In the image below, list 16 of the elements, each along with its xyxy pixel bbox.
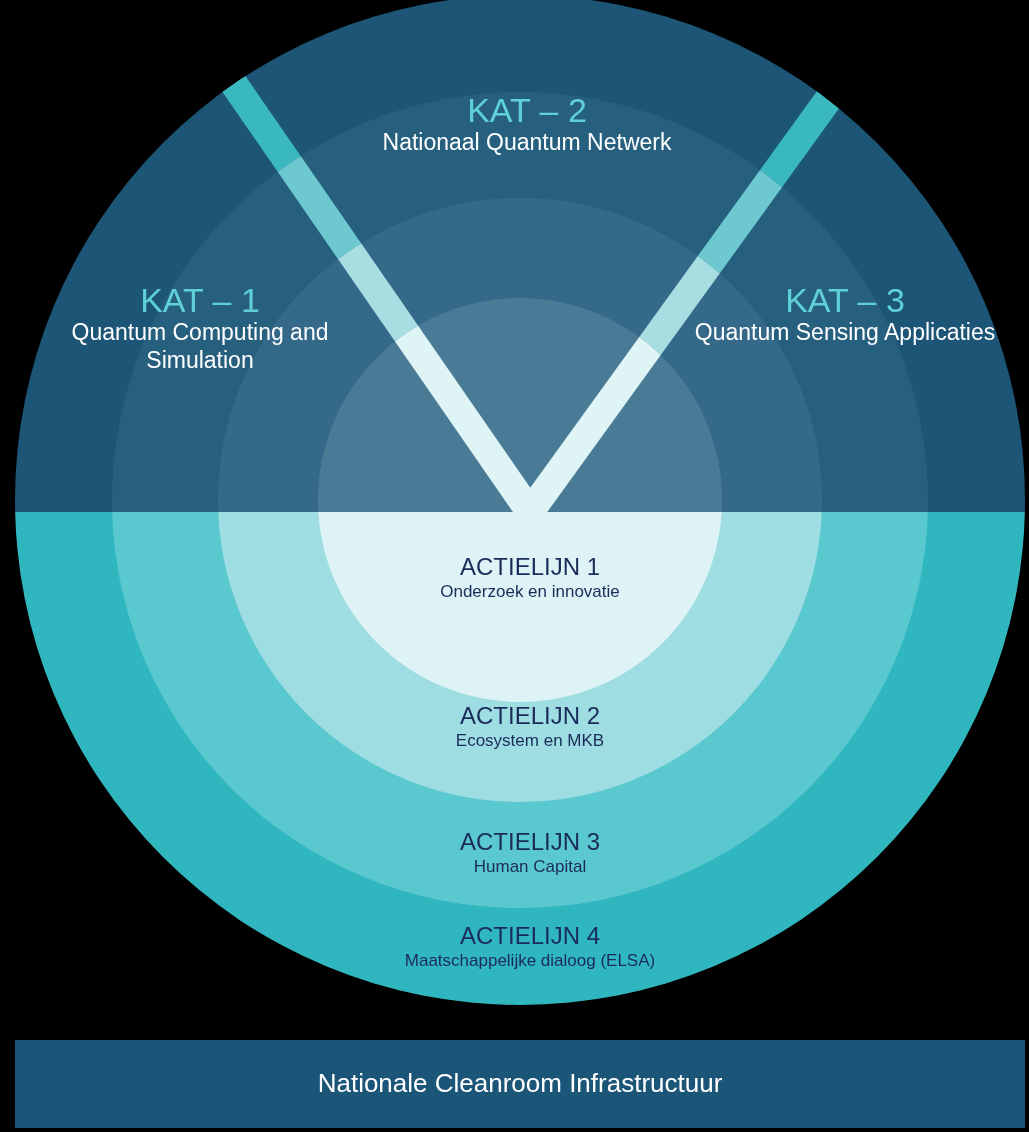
infrastructure-bar xyxy=(15,1040,1025,1128)
category-name: Quantum Sensing Applicaties xyxy=(693,319,997,347)
action-line-description: Onderzoek en innovatie xyxy=(439,581,621,603)
infrastructure-label: Nationale Cleanroom Infrastructuur xyxy=(317,1068,723,1100)
action-line-heading: ACTIELIJN 2 xyxy=(458,702,601,731)
action-line-description: Human Capital xyxy=(472,856,588,878)
action-line-description: Ecosystem en MKB xyxy=(454,730,606,752)
action-line-heading: ACTIELIJN 3 xyxy=(458,828,601,857)
category-heading: KAT – 1 xyxy=(139,282,261,320)
action-line-description: Maatschappelijke dialoog (ELSA) xyxy=(403,950,657,972)
category-name: Nationaal Quantum Netwerk xyxy=(381,129,673,157)
action-line-heading: ACTIELIJN 1 xyxy=(458,553,601,582)
category-heading: KAT – 2 xyxy=(466,92,588,130)
category-name: Quantum Computing and Simulation xyxy=(70,319,330,375)
category-heading: KAT – 3 xyxy=(784,282,906,320)
action-line-heading: ACTIELIJN 4 xyxy=(458,922,601,951)
